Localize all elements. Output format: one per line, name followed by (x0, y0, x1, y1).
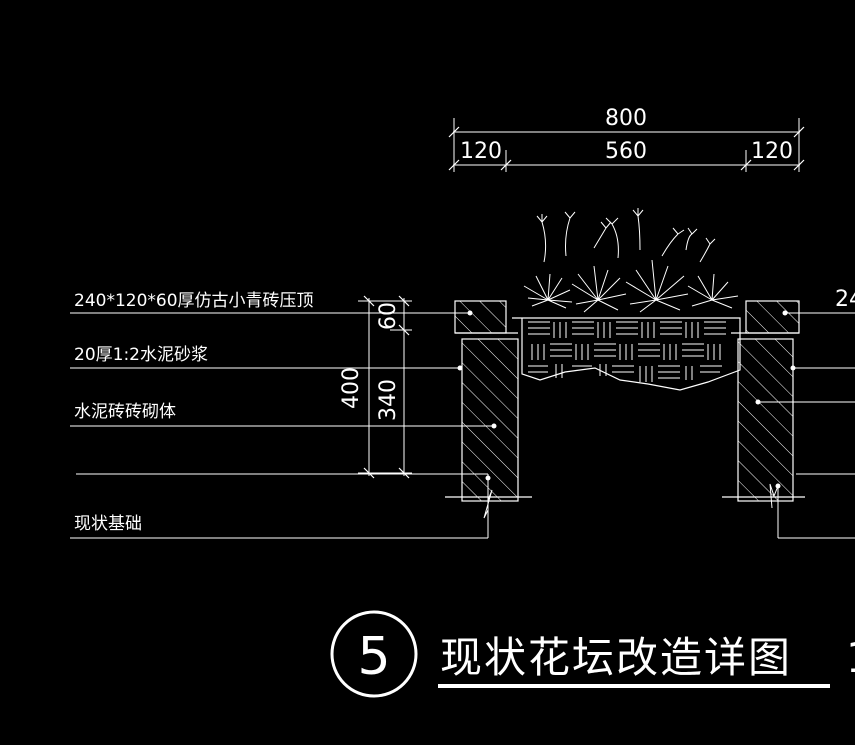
plant-cluster (523, 208, 739, 313)
callout-foundation: 现状基础 (74, 514, 142, 534)
plant-tuft-2 (571, 265, 627, 313)
callout-cap: 240*120*60厚仿古小青砖压顶 (74, 291, 314, 311)
dim-top-total: 800 (605, 106, 647, 131)
left-planter-wall (445, 300, 532, 519)
title-number-circle (330, 610, 418, 698)
dim-vertical-total: 400 (339, 367, 364, 409)
callout-masonry: 水泥砖砖砌体 (74, 402, 176, 422)
plant-tuft-3 (625, 259, 689, 313)
right-planter-wall (722, 300, 805, 509)
title-text: 现状花坛改造详图 (440, 633, 792, 682)
title-block: 5 现状花坛改造详图 1 (330, 610, 855, 698)
callout-right-cut: 24 (835, 287, 855, 312)
title-trailing: 1 (846, 633, 855, 682)
plant-stalks (536, 208, 716, 263)
vertical-dimension-lines (358, 295, 412, 479)
dim-vertical-cap: 60 (376, 302, 401, 330)
dim-top-right: 120 (751, 139, 793, 164)
title-number: 5 (357, 627, 390, 687)
planter-soil-infill (512, 317, 741, 391)
dim-top-left: 120 (460, 139, 502, 164)
callout-mortar: 20厚1:2水泥砂浆 (74, 345, 208, 365)
leader-lines (70, 310, 855, 539)
dim-vertical-wall: 340 (376, 379, 401, 421)
dim-top-mid: 560 (605, 139, 647, 164)
top-dimension-lines (448, 118, 805, 172)
plant-tuft-4 (687, 273, 739, 309)
plant-tuft-1 (523, 273, 573, 309)
